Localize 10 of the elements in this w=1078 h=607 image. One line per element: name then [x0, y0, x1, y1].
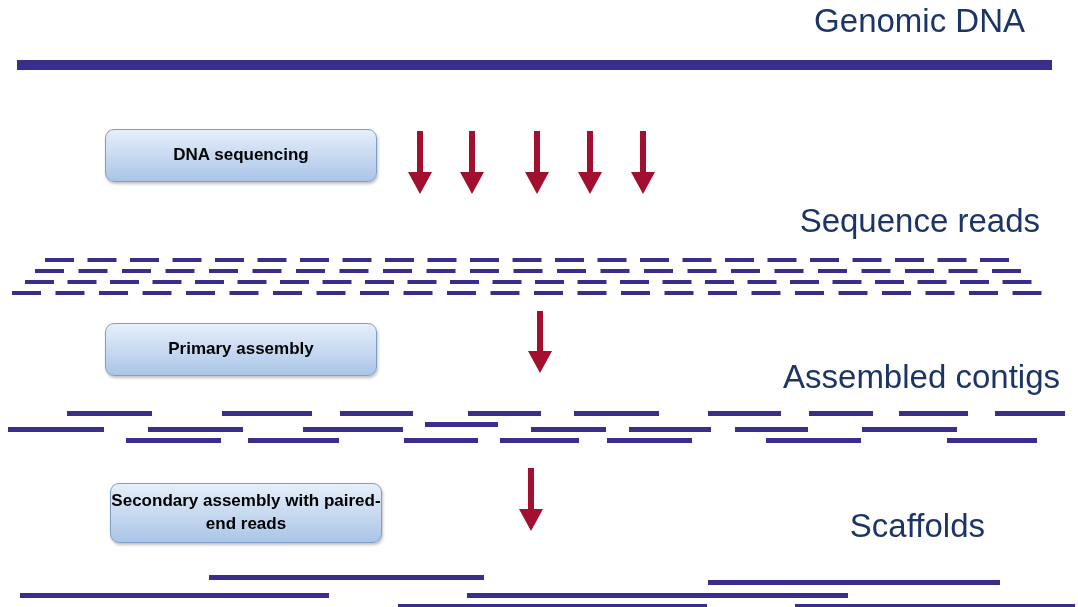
step-label: Primary assembly [168, 338, 314, 361]
process-box [110, 483, 382, 543]
step-label: DNA sequencing [173, 144, 309, 167]
stage-label: Sequence reads [799, 202, 1040, 240]
stage-label: Assembled contigs [783, 358, 1060, 396]
step-label: Secondary assembly with paired-end reads [111, 490, 381, 535]
stage-label: Scaffolds [849, 507, 985, 545]
process-box [105, 323, 377, 376]
process-box [105, 129, 377, 182]
stage-label: Genomic DNA [814, 2, 1025, 40]
